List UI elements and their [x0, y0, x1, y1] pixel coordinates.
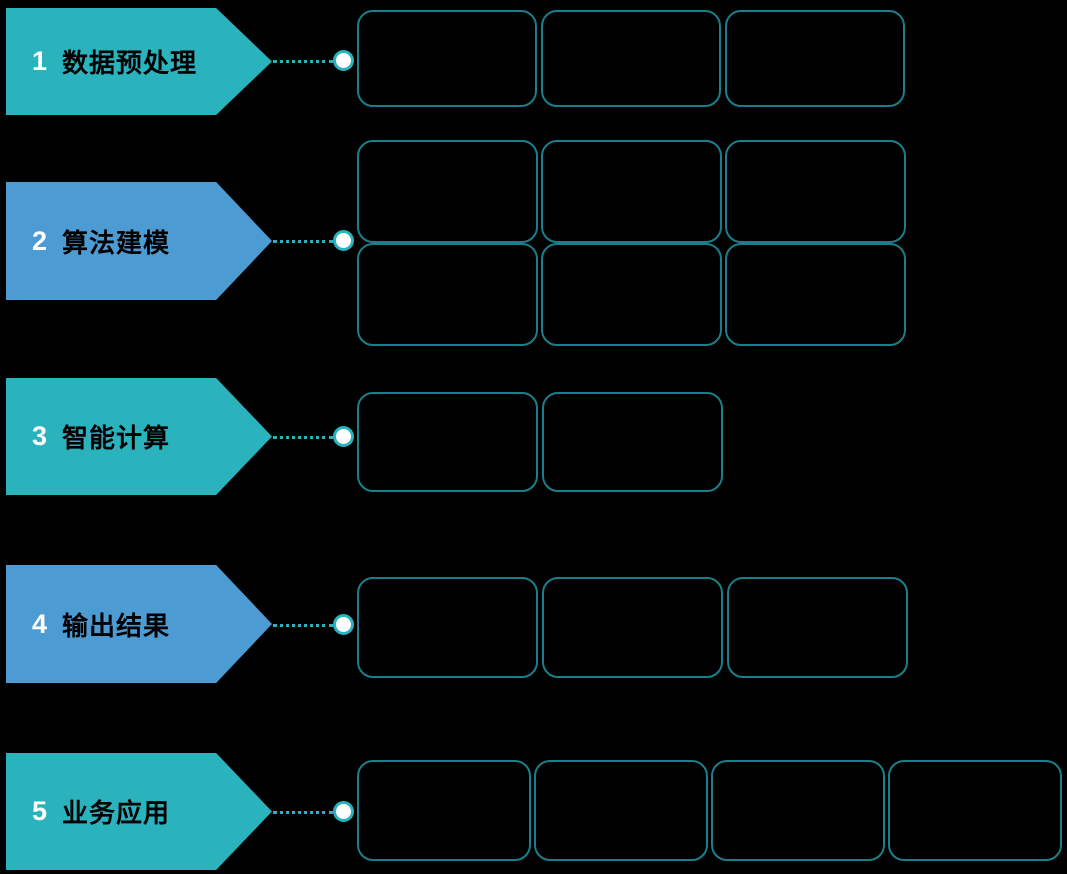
process-box [711, 760, 885, 861]
step-row-5: 5 业务应用 [0, 753, 1067, 871]
step-arrow-label: 2 算法建模 [6, 182, 272, 300]
step-title: 业务应用 [62, 798, 171, 828]
step-arrow-label: 3 智能计算 [6, 378, 272, 495]
box-grid [357, 392, 723, 492]
box-row [357, 392, 723, 492]
step-number: 4 [32, 608, 48, 639]
box-row [357, 577, 908, 678]
process-box [725, 243, 906, 346]
step-number: 1 [32, 46, 48, 76]
step-arrow-label: 1 数据预处理 [6, 8, 272, 115]
connector-node-circle [333, 801, 354, 822]
process-box [357, 392, 538, 492]
step-row-1: 1 数据预处理 [0, 8, 1067, 118]
connector-node-circle [333, 426, 354, 447]
dotted-connector-line [273, 624, 333, 627]
process-box [357, 10, 537, 107]
box-row [357, 760, 1062, 861]
step-row-2: 2 算法建模 [0, 140, 1067, 346]
process-box [357, 140, 538, 243]
dotted-connector-line [273, 60, 333, 63]
box-grid [357, 140, 906, 346]
box-row [357, 10, 905, 107]
step-title: 智能计算 [62, 423, 171, 453]
connector-node-circle [333, 230, 354, 251]
process-box [357, 577, 538, 678]
process-box [534, 760, 708, 861]
connector-node-circle [333, 614, 354, 635]
process-box [357, 243, 538, 346]
process-box [541, 140, 722, 243]
connector-node-circle [333, 50, 354, 71]
step-row-3: 3 智能计算 [0, 378, 1067, 496]
dotted-connector-line [273, 240, 333, 243]
step-arrow-label: 5 业务应用 [6, 753, 272, 870]
process-box [725, 140, 906, 243]
step-number: 5 [32, 796, 48, 826]
dotted-connector-line [273, 811, 333, 814]
step-title: 算法建模 [62, 227, 171, 258]
process-box [725, 10, 905, 107]
step-arrow-label: 4 输出结果 [6, 565, 272, 683]
process-box [541, 243, 722, 346]
process-box [542, 392, 723, 492]
step-number: 2 [32, 225, 48, 256]
process-box [357, 760, 531, 861]
dotted-connector-line [273, 436, 333, 439]
step-title: 输出结果 [62, 610, 171, 641]
process-box [888, 760, 1062, 861]
step-number: 3 [32, 421, 48, 451]
process-box [542, 577, 723, 678]
box-grid [357, 760, 1062, 861]
step-row-4: 4 输出结果 [0, 565, 1067, 683]
box-row [357, 243, 906, 346]
box-grid [357, 577, 908, 678]
step-title: 数据预处理 [62, 48, 198, 78]
process-box [541, 10, 721, 107]
box-grid [357, 10, 905, 107]
process-box [727, 577, 908, 678]
box-row [357, 140, 906, 243]
